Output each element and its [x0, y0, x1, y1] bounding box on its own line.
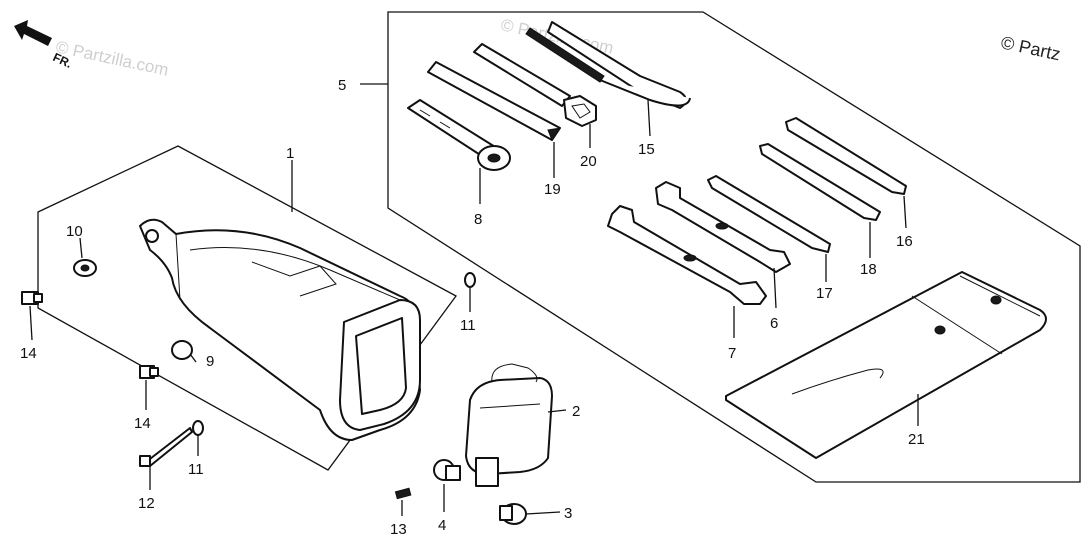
- leader-lines: [29, 83, 919, 516]
- callout-12: 12: [138, 495, 155, 512]
- callout-11-upper: 11: [460, 317, 476, 334]
- callout-3: 3: [564, 505, 572, 522]
- lock-4: [433, 459, 461, 481]
- collar-10: [73, 259, 97, 277]
- toolkit-group-outline: [387, 11, 1081, 483]
- callout-20: 20: [580, 153, 597, 170]
- callout-11-lower: 11: [188, 461, 204, 478]
- callout-16: 16: [896, 233, 913, 250]
- watermark-top-right: © Partz: [999, 32, 1062, 64]
- box-wrench-20: [473, 43, 597, 127]
- callout-6: 6: [770, 315, 778, 332]
- callout-19: 19: [544, 181, 561, 198]
- callout-18: 18: [860, 261, 877, 278]
- callout-14-lower: 14: [134, 415, 151, 432]
- callout-5: 5: [338, 77, 346, 94]
- callout-2: 2: [572, 403, 580, 420]
- wrench-6: [655, 181, 791, 273]
- screwdriver-16: [785, 117, 907, 195]
- key-13: [394, 487, 412, 500]
- pliers-15: [525, 21, 691, 109]
- callout-15: 15: [638, 141, 655, 158]
- screw-12: [139, 427, 193, 467]
- callout-7: 7: [728, 345, 736, 362]
- callout-21: 21: [908, 431, 925, 448]
- tool-box-cover: [465, 363, 553, 487]
- wrench-7: [607, 205, 767, 305]
- grommet-9: [171, 340, 193, 360]
- handle-17: [707, 175, 831, 253]
- callout-14-upper: 14: [20, 345, 37, 362]
- plug-wrench-8: [407, 99, 511, 171]
- nut-11-upper: [464, 272, 476, 288]
- tool-bag-21: [725, 271, 1047, 459]
- callout-13: 13: [390, 521, 407, 538]
- callout-1: 1: [286, 145, 294, 162]
- nut-11-lower: [192, 420, 204, 436]
- screwdriver-18: [759, 143, 881, 221]
- callout-4: 4: [438, 517, 446, 534]
- callout-9: 9: [206, 353, 214, 370]
- callout-8: 8: [474, 211, 482, 228]
- tool-box-case: [139, 218, 421, 441]
- screw-3: [499, 503, 527, 525]
- bolt-14-lower: [139, 365, 159, 379]
- bolt-14-upper: [21, 291, 43, 305]
- callout-10: 10: [66, 223, 83, 240]
- callout-17: 17: [816, 285, 833, 302]
- screwdriver-19: [427, 61, 562, 142]
